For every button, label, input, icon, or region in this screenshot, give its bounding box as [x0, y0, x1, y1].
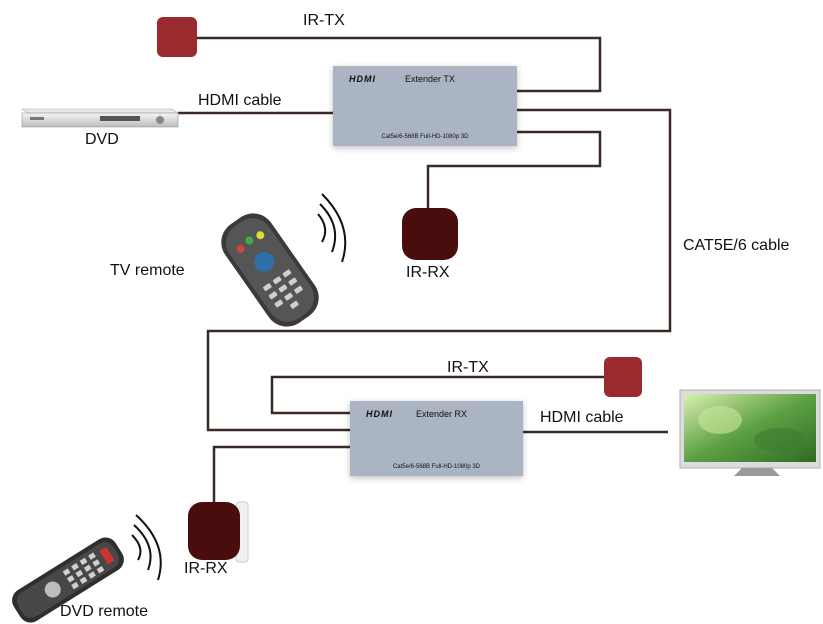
ir-tx-bottom-label: IR-TX [447, 359, 489, 376]
dvd-remote-signal-icon [131, 514, 162, 581]
dvd-label: DVD [85, 131, 119, 148]
tv-remote-icon [221, 213, 319, 327]
wires [178, 36, 672, 503]
ir-rx-bottom-wire [212, 445, 350, 503]
tx-box-title: Extender TX [405, 74, 455, 84]
hdmi-cable-top-label: HDMI cable [198, 92, 282, 109]
ir-tx-bottom-wire [270, 375, 611, 415]
tv-icon [679, 389, 821, 476]
rx-box-title: Extender RX [416, 409, 468, 419]
ir-rx-bottom-sensor-icon [188, 501, 249, 563]
ir-tx-top-sensor-icon [157, 17, 197, 57]
tx-box-spec: Cat5e/6-568B Full-HD-1080p 3D [381, 134, 469, 140]
rx-extender-box: HDMI Extender RX Cat5e/6-568B Full-HD-10… [350, 401, 523, 476]
tv-remote-label: TV remote [110, 262, 185, 279]
ir-tx-top-wire [197, 36, 602, 93]
ir-rx-bottom-label: IR-RX [184, 560, 228, 577]
dvd-player-icon [21, 108, 179, 128]
dvd-remote-icon [12, 537, 124, 623]
tv-remote-signal-icon [317, 193, 347, 263]
ir-rx-top-sensor-icon [402, 208, 458, 260]
rx-brand-logo: HDMI [366, 409, 393, 419]
cat-cable-wire [206, 108, 672, 432]
ir-rx-top-wire [426, 130, 602, 209]
tx-brand-logo: HDMI [349, 74, 376, 84]
rx-box-spec: Cat5e/6-568B Full-HD-1080p 3D [392, 464, 481, 470]
ir-tx-bottom-sensor-icon [604, 357, 642, 397]
tx-extender-box: HDMI Extender TX Cat5e/6-568B Full-HD-10… [333, 66, 517, 146]
dvd-remote-label: DVD remote [60, 603, 149, 620]
hdmi-cable-bottom-label: HDMI cable [540, 409, 624, 426]
cat-cable-label: CAT5E/6 cable [683, 237, 790, 254]
ir-rx-top-label: IR-RX [406, 264, 450, 281]
ir-tx-top-label: IR-TX [303, 12, 345, 29]
